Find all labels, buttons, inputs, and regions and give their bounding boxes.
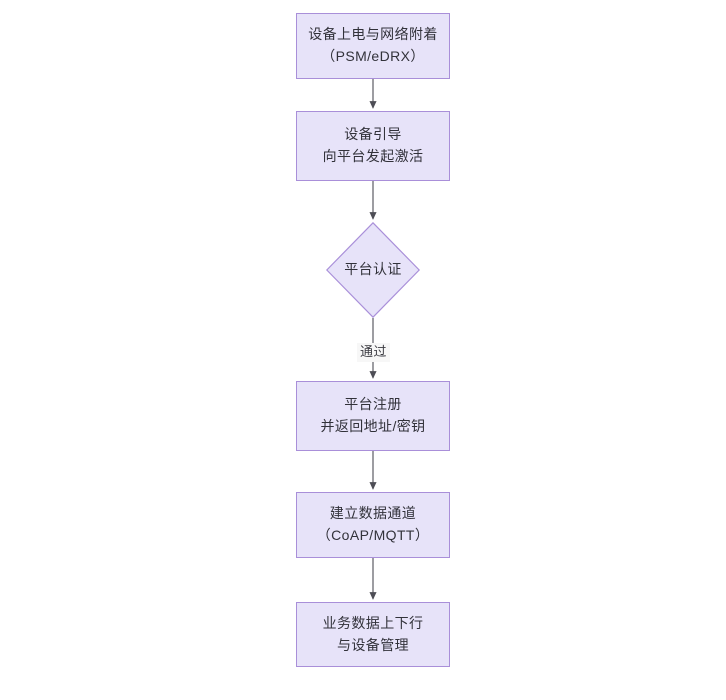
node-data-channel[interactable]: 建立数据通道 （CoAP/MQTT） <box>296 492 450 558</box>
diamond-shape-icon <box>326 222 420 318</box>
node-platform-register[interactable]: 平台注册 并返回地址/密钥 <box>296 381 450 451</box>
node-power-on-line-1: 设备上电与网络附着 <box>308 26 438 43</box>
node-bootstrap-line-1: 设备引导 <box>344 126 402 143</box>
node-service-data-line-2: 与设备管理 <box>337 636 409 653</box>
edge-label-pass-text: 通过 <box>360 344 388 359</box>
node-bootstrap[interactable]: 设备引导 向平台发起激活 <box>296 111 450 181</box>
node-power-on-line-2: （PSM/eDRX） <box>321 48 425 64</box>
node-data-channel-line-1: 建立数据通道 <box>329 505 417 522</box>
node-service-data[interactable]: 业务数据上下行 与设备管理 <box>296 602 450 667</box>
node-service-data-line-1: 业务数据上下行 <box>322 614 424 631</box>
node-platform-register-line-1: 平台注册 <box>344 396 402 413</box>
node-power-on[interactable]: 设备上电与网络附着 （PSM/eDRX） <box>296 13 450 79</box>
node-platform-register-line-2: 并返回地址/密钥 <box>320 418 426 434</box>
edge-label-pass: 通过 <box>357 343 391 362</box>
node-platform-auth-labels: 平台认证 <box>344 259 402 281</box>
node-platform-auth-line-1: 平台认证 <box>344 261 402 278</box>
node-platform-auth[interactable]: 平台认证 <box>326 222 420 318</box>
node-data-channel-line-2: （CoAP/MQTT） <box>316 527 430 543</box>
node-bootstrap-line-2: 向平台发起激活 <box>322 148 424 164</box>
